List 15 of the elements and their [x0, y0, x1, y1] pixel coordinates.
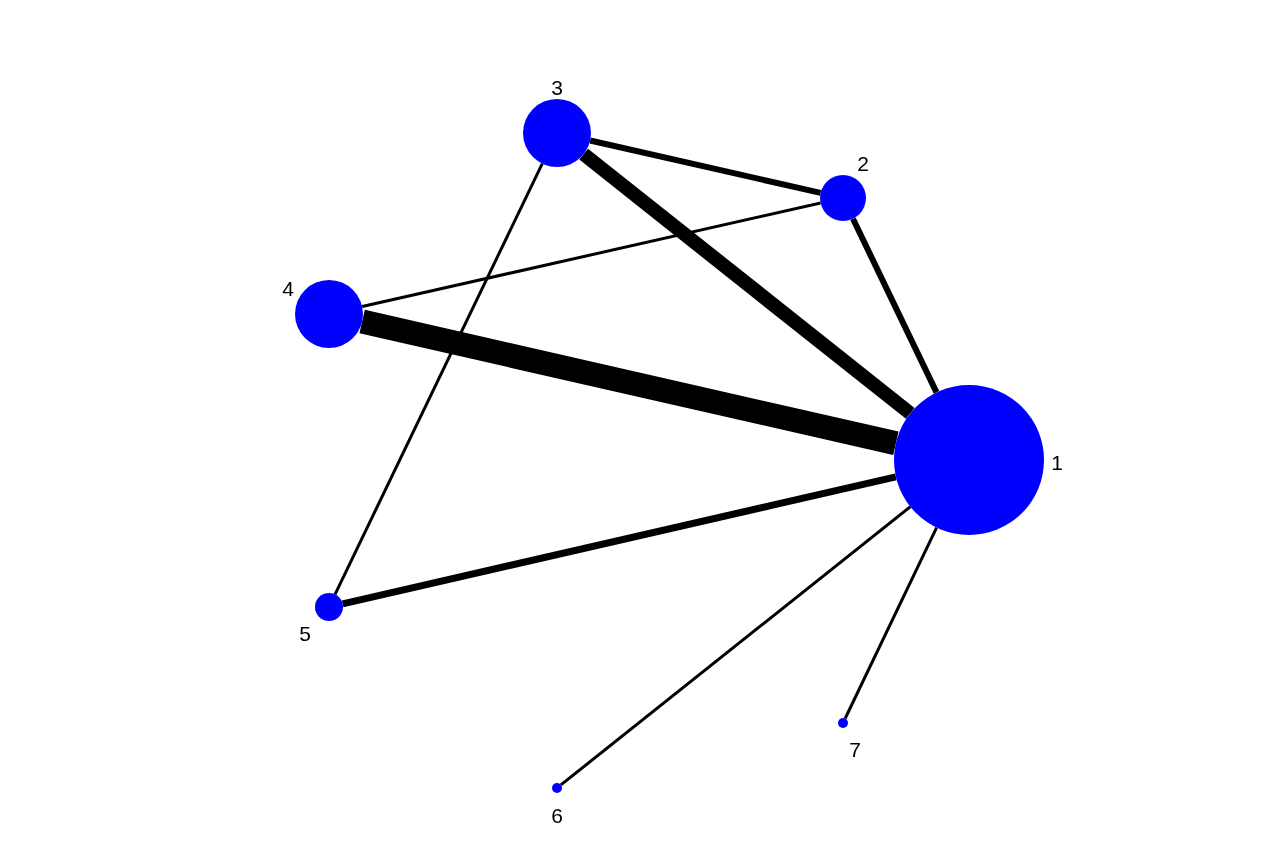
node-label: 1 — [1051, 451, 1063, 473]
node-label: 3 — [551, 76, 563, 98]
connector-line — [361, 201, 821, 308]
node-label: 5 — [299, 622, 311, 644]
connector-line — [843, 527, 938, 720]
connector-line — [333, 163, 544, 596]
connector-line — [850, 217, 940, 394]
node-label: 6 — [551, 804, 563, 826]
node-label: 7 — [849, 738, 861, 760]
connector-line — [341, 473, 897, 608]
node-label: 4 — [282, 277, 294, 299]
connector-line — [559, 505, 912, 787]
connector-line — [589, 137, 822, 196]
connector-line — [579, 148, 915, 419]
node-label: 2 — [857, 152, 869, 174]
